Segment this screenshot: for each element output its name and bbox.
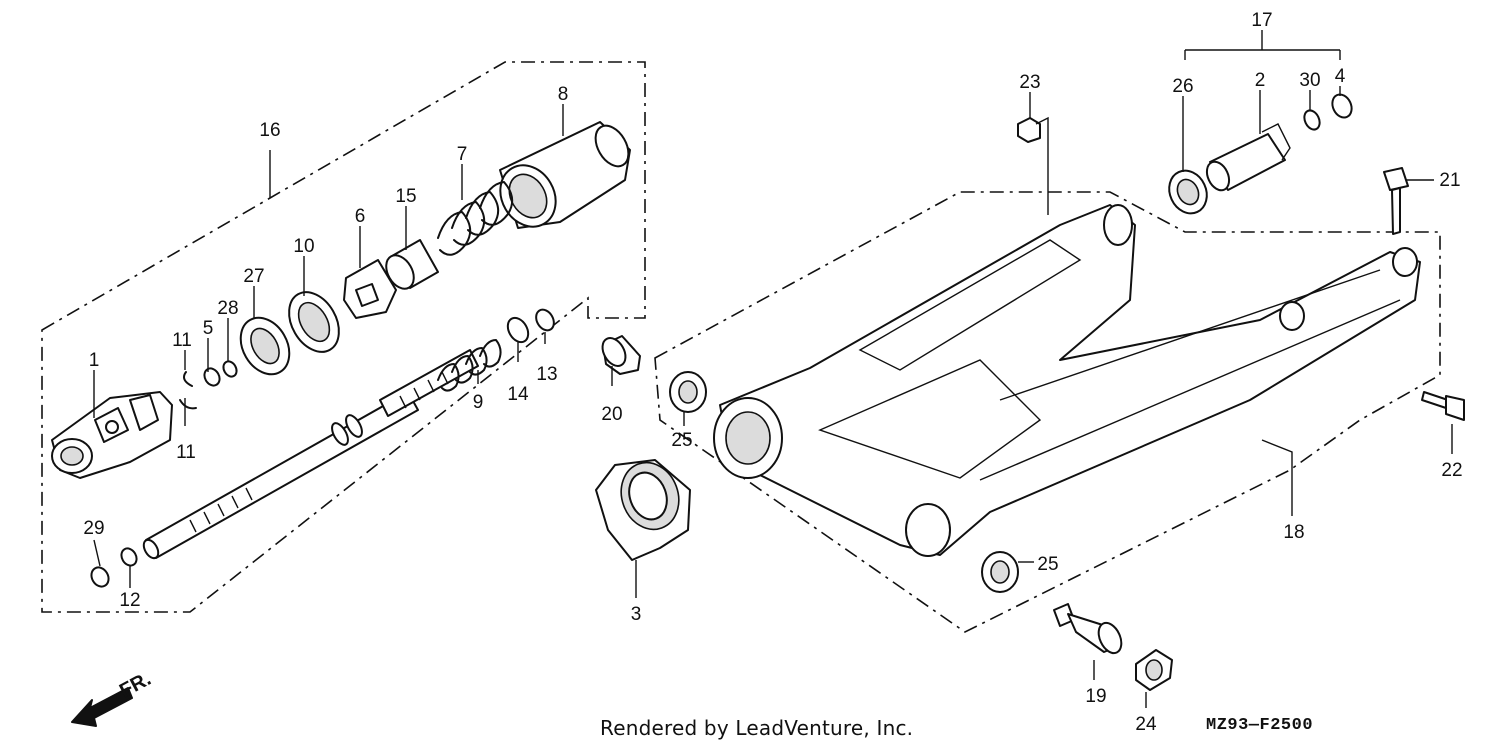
leader-lines <box>93 86 1453 708</box>
callout-27: 27 <box>243 266 264 287</box>
credit-text: Rendered by LeadVenture, Inc. <box>600 716 914 740</box>
callout-6: 6 <box>355 206 366 227</box>
callout-25b: 25 <box>1037 554 1058 575</box>
bearing-25a <box>669 371 707 413</box>
diagram-code: MZ93—F2500 <box>1206 716 1314 735</box>
oil-seal-27 <box>239 316 291 376</box>
callout-17: 17 <box>1251 10 1272 31</box>
bolt-21 <box>1383 167 1409 235</box>
seal-10 <box>288 291 340 353</box>
callout-5: 5 <box>203 318 214 339</box>
small-rings <box>179 360 238 410</box>
callout-4: 4 <box>1335 66 1346 87</box>
callout-14: 14 <box>507 384 529 405</box>
group-16-boundary <box>41 61 646 613</box>
callout-numbers: 16 8 7 15 6 10 27 28 5 11 11 1 9 14 13 2… <box>83 10 1462 735</box>
drive-shaft-boot <box>499 121 631 229</box>
callout-28: 28 <box>217 298 238 319</box>
callout-24: 24 <box>1135 714 1157 735</box>
bolt-22 <box>1421 391 1465 421</box>
callout-18: 18 <box>1283 522 1304 543</box>
callout-22: 22 <box>1441 460 1462 481</box>
callout-10: 10 <box>293 236 314 257</box>
group-17-bracket <box>1184 30 1341 60</box>
washers-12-29 <box>90 547 138 588</box>
callout-30: 30 <box>1299 70 1320 91</box>
callout-11a: 11 <box>172 330 192 351</box>
callout-12: 12 <box>119 590 140 611</box>
callout-19: 19 <box>1085 686 1106 707</box>
yoke-6 <box>343 259 397 319</box>
callout-20: 20 <box>601 404 622 425</box>
callout-7: 7 <box>457 144 468 165</box>
callout-21: 21 <box>1439 170 1460 191</box>
callout-1: 1 <box>89 350 100 371</box>
swingarm <box>713 204 1421 557</box>
callout-29: 29 <box>83 518 104 539</box>
callout-11b: 11 <box>176 442 196 463</box>
callout-25a: 25 <box>671 430 692 451</box>
callout-9: 9 <box>473 392 484 413</box>
universal-joint <box>51 391 173 479</box>
collar-15 <box>385 239 439 290</box>
callout-15: 15 <box>395 186 416 207</box>
spring-7 <box>437 181 514 256</box>
callout-8: 8 <box>558 84 569 105</box>
front-direction-arrow: FR. <box>71 668 155 727</box>
group-18-boundary <box>654 191 1441 633</box>
callout-3: 3 <box>631 604 642 625</box>
pivot-20 <box>601 335 641 375</box>
callout-26: 26 <box>1172 76 1193 97</box>
bearing-25b <box>981 551 1019 593</box>
nut-23 <box>1017 117 1041 143</box>
callout-23: 23 <box>1019 72 1040 93</box>
pivot-kit-17 <box>1168 93 1353 215</box>
spring-9 <box>437 339 502 392</box>
callout-16: 16 <box>259 120 280 141</box>
lock-nut-24 <box>1135 649 1173 691</box>
pivot-bolt-19 <box>1053 603 1123 655</box>
washers-13-14 <box>506 308 555 344</box>
dust-cover-3 <box>595 459 691 561</box>
callout-13: 13 <box>536 364 557 385</box>
callout-2: 2 <box>1255 70 1266 91</box>
